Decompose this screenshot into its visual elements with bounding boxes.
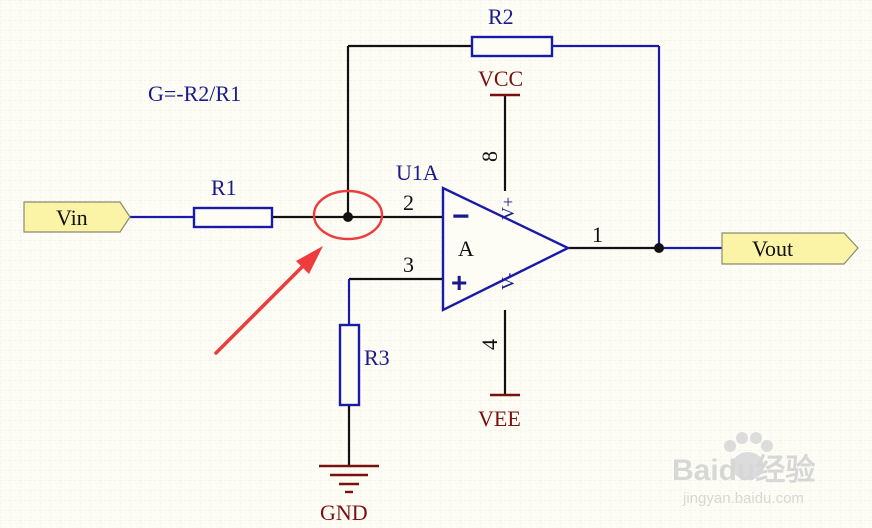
- ground-symbol: [319, 464, 379, 494]
- vee-label: VEE: [478, 406, 521, 431]
- port-vin-label: Vin: [56, 205, 88, 230]
- wires: [272, 44, 659, 466]
- watermark-brand: Baidu经验: [672, 453, 815, 487]
- pin-8-label: 8: [477, 151, 502, 162]
- r3-label: R3: [364, 345, 390, 370]
- blue-wires: [130, 44, 722, 325]
- opamp-part-label: A: [458, 236, 474, 261]
- opamp-designator: U1A: [396, 160, 439, 185]
- gain-formula: G=-R2/R1: [148, 81, 241, 106]
- junction-inverting-node: [343, 212, 353, 222]
- annotation-arrow-shaft: [214, 256, 313, 355]
- vminus-label: V-: [498, 273, 518, 290]
- gnd-label: GND: [320, 500, 368, 525]
- baidu-watermark: Baidu经验 jingyan.baidu.com: [672, 432, 815, 507]
- port-vout: [721, 232, 859, 265]
- junction-output-node: [654, 243, 664, 253]
- vplus-label: V+: [498, 197, 518, 220]
- inverting-sign: −: [452, 200, 470, 233]
- pin-1-label: 1: [592, 222, 603, 247]
- pin-4-label: 4: [477, 339, 502, 350]
- watermark-url: jingyan.baidu.com: [682, 490, 804, 507]
- port-vin: [23, 201, 131, 233]
- r1-label: R1: [211, 175, 237, 200]
- annotation-arrow-head: [296, 246, 323, 274]
- resistor-r3: [338, 323, 361, 407]
- vcc-label: VCC: [478, 66, 523, 91]
- resistor-r1: [192, 206, 274, 229]
- noninverting-sign: +: [451, 267, 467, 298]
- paw-logo-icon: [724, 432, 773, 480]
- port-vout-label: Vout: [752, 236, 793, 261]
- pin-2-label: 2: [403, 190, 414, 215]
- highlight-circle: [312, 189, 384, 241]
- resistor-r2: [470, 35, 554, 58]
- r2-label: R2: [488, 4, 514, 29]
- pin-3-label: 3: [403, 252, 414, 277]
- opamp-triangle: [441, 186, 571, 312]
